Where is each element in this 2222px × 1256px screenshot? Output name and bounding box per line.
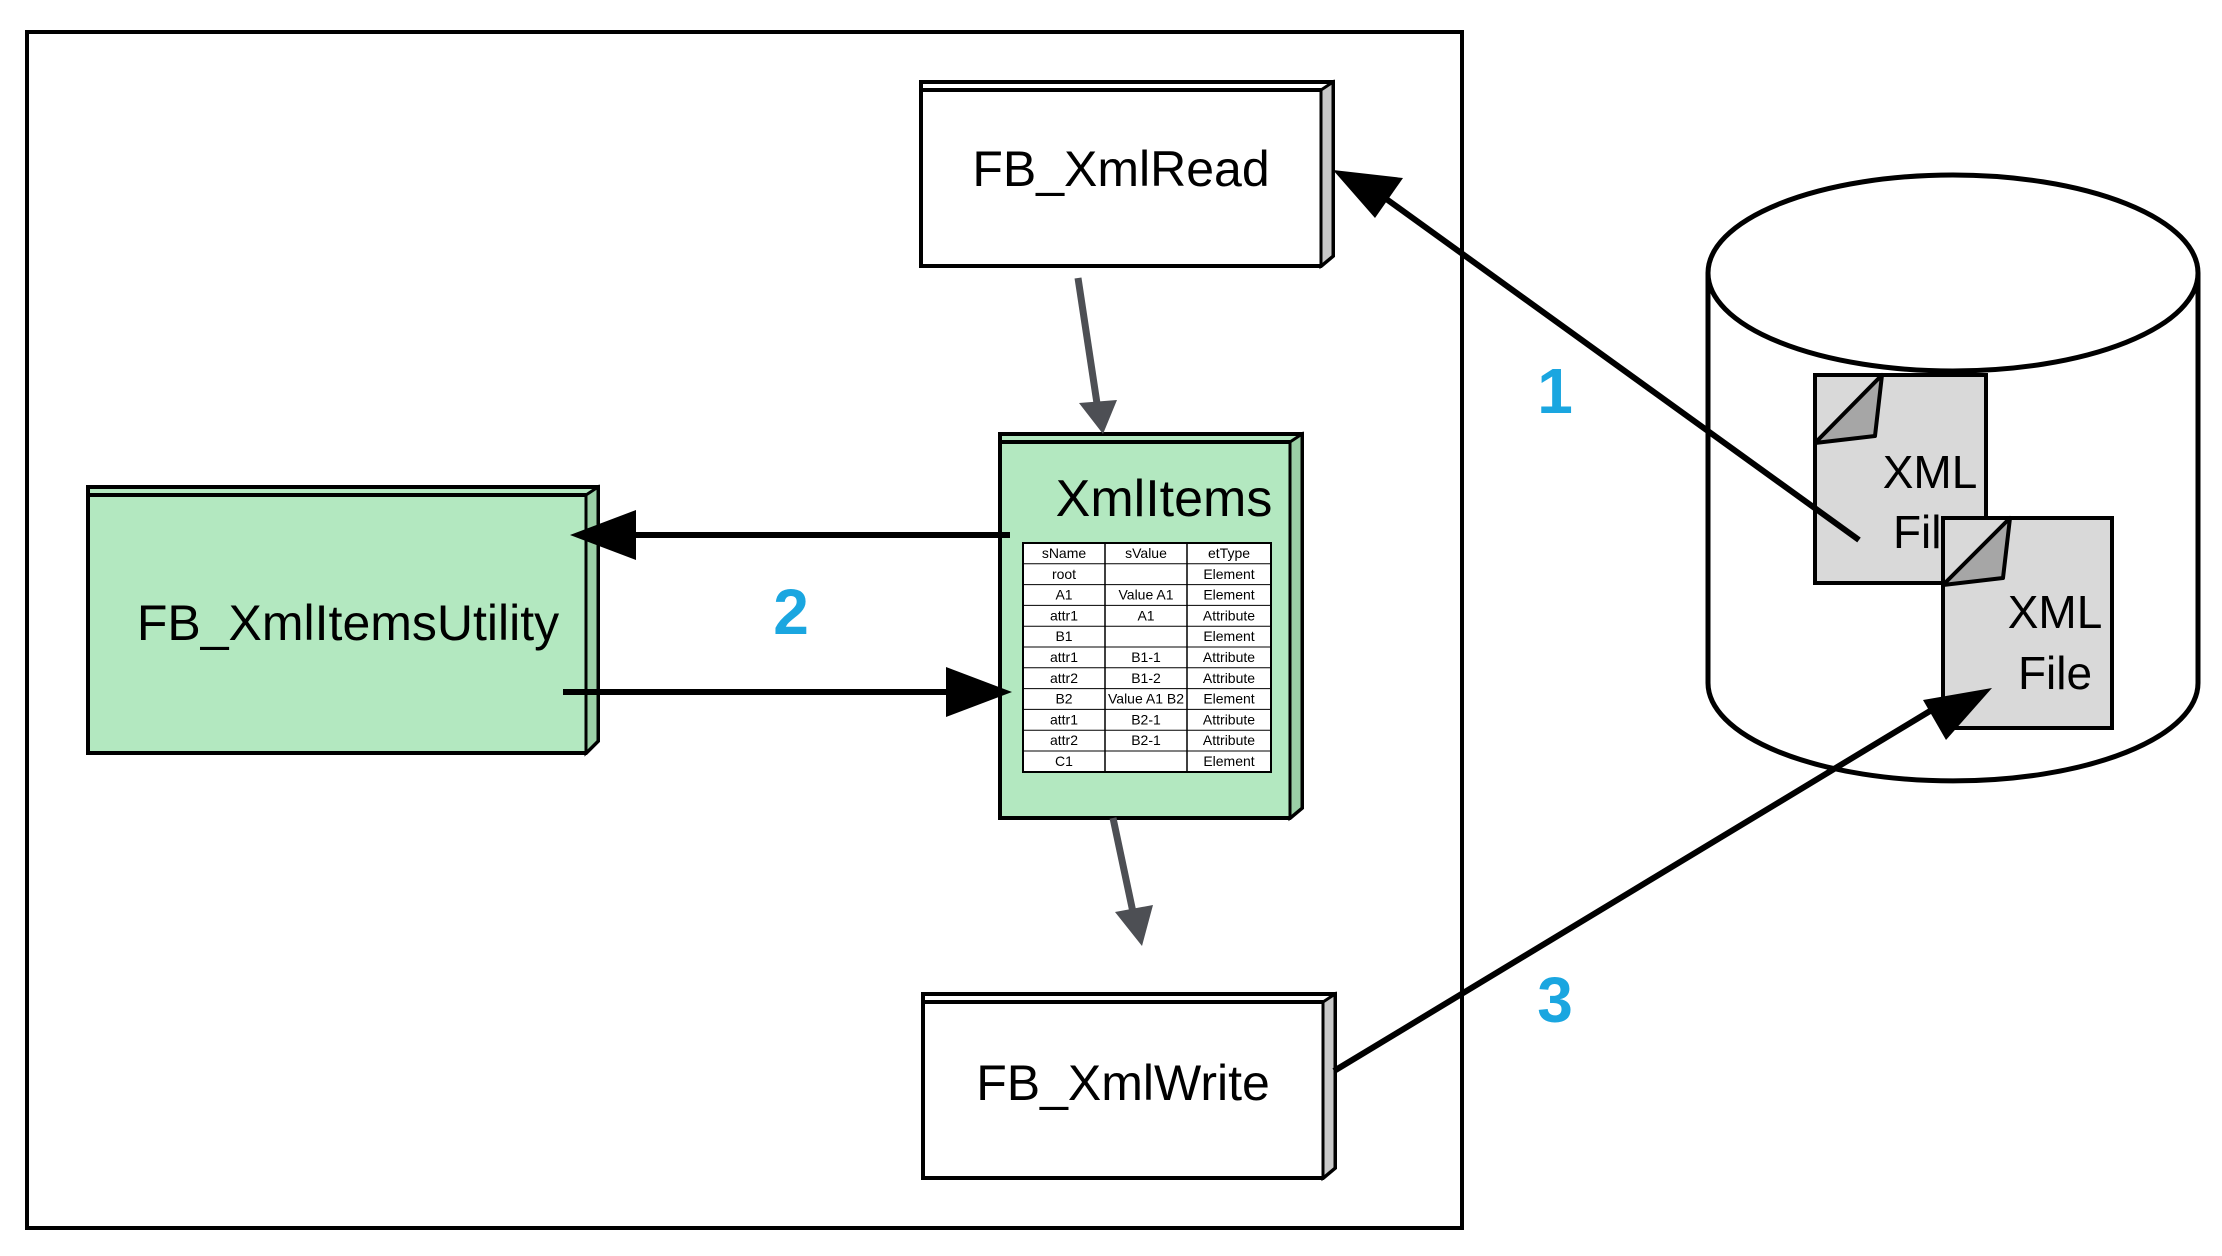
items-utility-label: FB_XmlItemsUtility (137, 595, 559, 651)
exchange-arrows (563, 510, 1012, 717)
file2-line2: File (2018, 647, 2092, 699)
table-header-cell: sName (1042, 545, 1087, 561)
file1-line1: XML (1883, 446, 1978, 498)
xml-write-side (1321, 991, 1337, 1182)
system-frame (25, 30, 1464, 1230)
flow-arrows (1074, 277, 1153, 946)
write-to-file-arrowhead (1923, 688, 1992, 740)
xml-items-table (1022, 542, 1272, 773)
table-cell: attr1 (1050, 711, 1078, 727)
table-header-cell: sValue (1125, 545, 1167, 561)
table-cell: Element (1203, 587, 1254, 603)
table-cell: B1-1 (1131, 649, 1161, 665)
table-header-cell: etType (1208, 545, 1250, 561)
xml-items-side (1288, 431, 1304, 822)
read-to-items-arrowhead (1079, 400, 1117, 434)
step-2-label: 2 (773, 576, 809, 648)
xml-read-label: FB_XmlRead (972, 141, 1269, 197)
table-cell: A1 (1137, 607, 1154, 623)
table-cell: Attribute (1203, 732, 1255, 748)
table-cell: B1 (1055, 628, 1072, 644)
table-cell: Value A1 B2 (1108, 691, 1184, 707)
file2-line1: XML (2008, 586, 2103, 638)
table-cell: attr2 (1050, 732, 1078, 748)
xml-read-block[interactable]: FB_XmlRead (919, 79, 1335, 270)
table-cell: Element (1203, 628, 1254, 644)
xml-items-table-grid (1023, 543, 1271, 772)
table-cell: Attribute (1203, 670, 1255, 686)
xml-write-label: FB_XmlWrite (976, 1055, 1270, 1111)
table-cell: Element (1203, 691, 1254, 707)
step-3-label: 3 (1537, 964, 1573, 1036)
step-1-label: 1 (1537, 355, 1573, 427)
table-cell: C1 (1055, 753, 1073, 769)
xml-read-side (1319, 79, 1335, 270)
items-to-utility-arrowhead (570, 510, 636, 560)
table-cell: Element (1203, 753, 1254, 769)
xml-items-label: XmlItems (1056, 470, 1273, 528)
items-to-write-arrowhead (1115, 905, 1153, 946)
xml-write-block[interactable]: FB_XmlWrite (921, 991, 1337, 1182)
table-cell: root (1052, 566, 1076, 582)
table-cell: B2-1 (1131, 732, 1161, 748)
table-cell: attr1 (1050, 607, 1078, 623)
table-cell: Attribute (1203, 711, 1255, 727)
table-cell: attr1 (1050, 649, 1078, 665)
table-cell: Element (1203, 566, 1254, 582)
utility-to-items-arrowhead (946, 667, 1012, 717)
table-cell: B2 (1055, 691, 1072, 707)
table-cell: Attribute (1203, 607, 1255, 623)
table-cell: Attribute (1203, 649, 1255, 665)
table-cell: A1 (1055, 587, 1072, 603)
table-cell: Value A1 (1118, 587, 1173, 603)
table-cell: B1-2 (1131, 670, 1161, 686)
table-cell: B2-1 (1131, 711, 1161, 727)
items-utility-block[interactable]: FB_XmlItemsUtility (86, 484, 600, 757)
storage-arrows (1332, 170, 1992, 1074)
xml-file-icon-2: XML File (1941, 516, 2114, 730)
file-to-read-arrowhead (1333, 170, 1403, 218)
table-cell: attr2 (1050, 670, 1078, 686)
